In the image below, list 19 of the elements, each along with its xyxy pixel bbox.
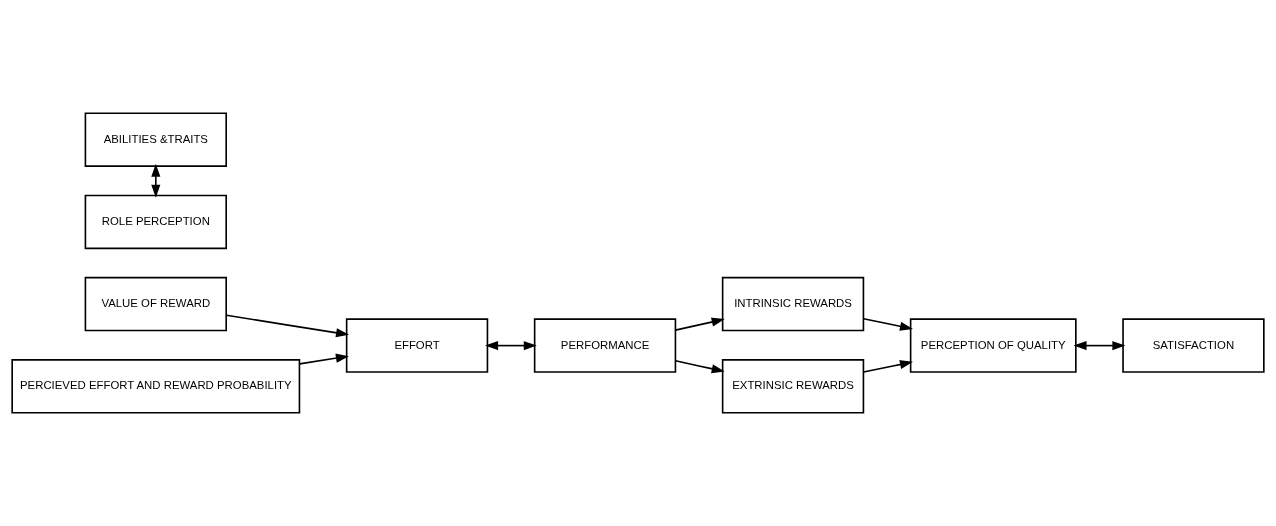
arrow (1073, 341, 1126, 351)
node-box: EXTRINSIC REWARDS (721, 359, 865, 414)
node-box: VALUE OF REWARD (84, 276, 227, 332)
arrow (151, 163, 161, 198)
node-box: PERCEPTION OF QUALITY (909, 318, 1077, 373)
node-box: ROLE PERCEPTION (84, 194, 227, 250)
node-box: EFFORT (345, 318, 489, 373)
arrow (485, 341, 537, 351)
node-box: PERFORMANCE (533, 318, 677, 373)
node-box: INTRINSIC REWARDS (721, 276, 865, 332)
node-box: ABILITIES &TRAITS (84, 112, 227, 167)
arrow (674, 360, 725, 374)
arrow (862, 360, 914, 373)
arrow (862, 317, 914, 331)
arrow (298, 353, 349, 365)
node-box: PERCIEVED EFFORT AND REWARD PROBABILITY (11, 359, 301, 414)
arrow (225, 314, 350, 338)
node-box: SATISFACTION (1122, 318, 1265, 373)
arrow (674, 317, 725, 331)
